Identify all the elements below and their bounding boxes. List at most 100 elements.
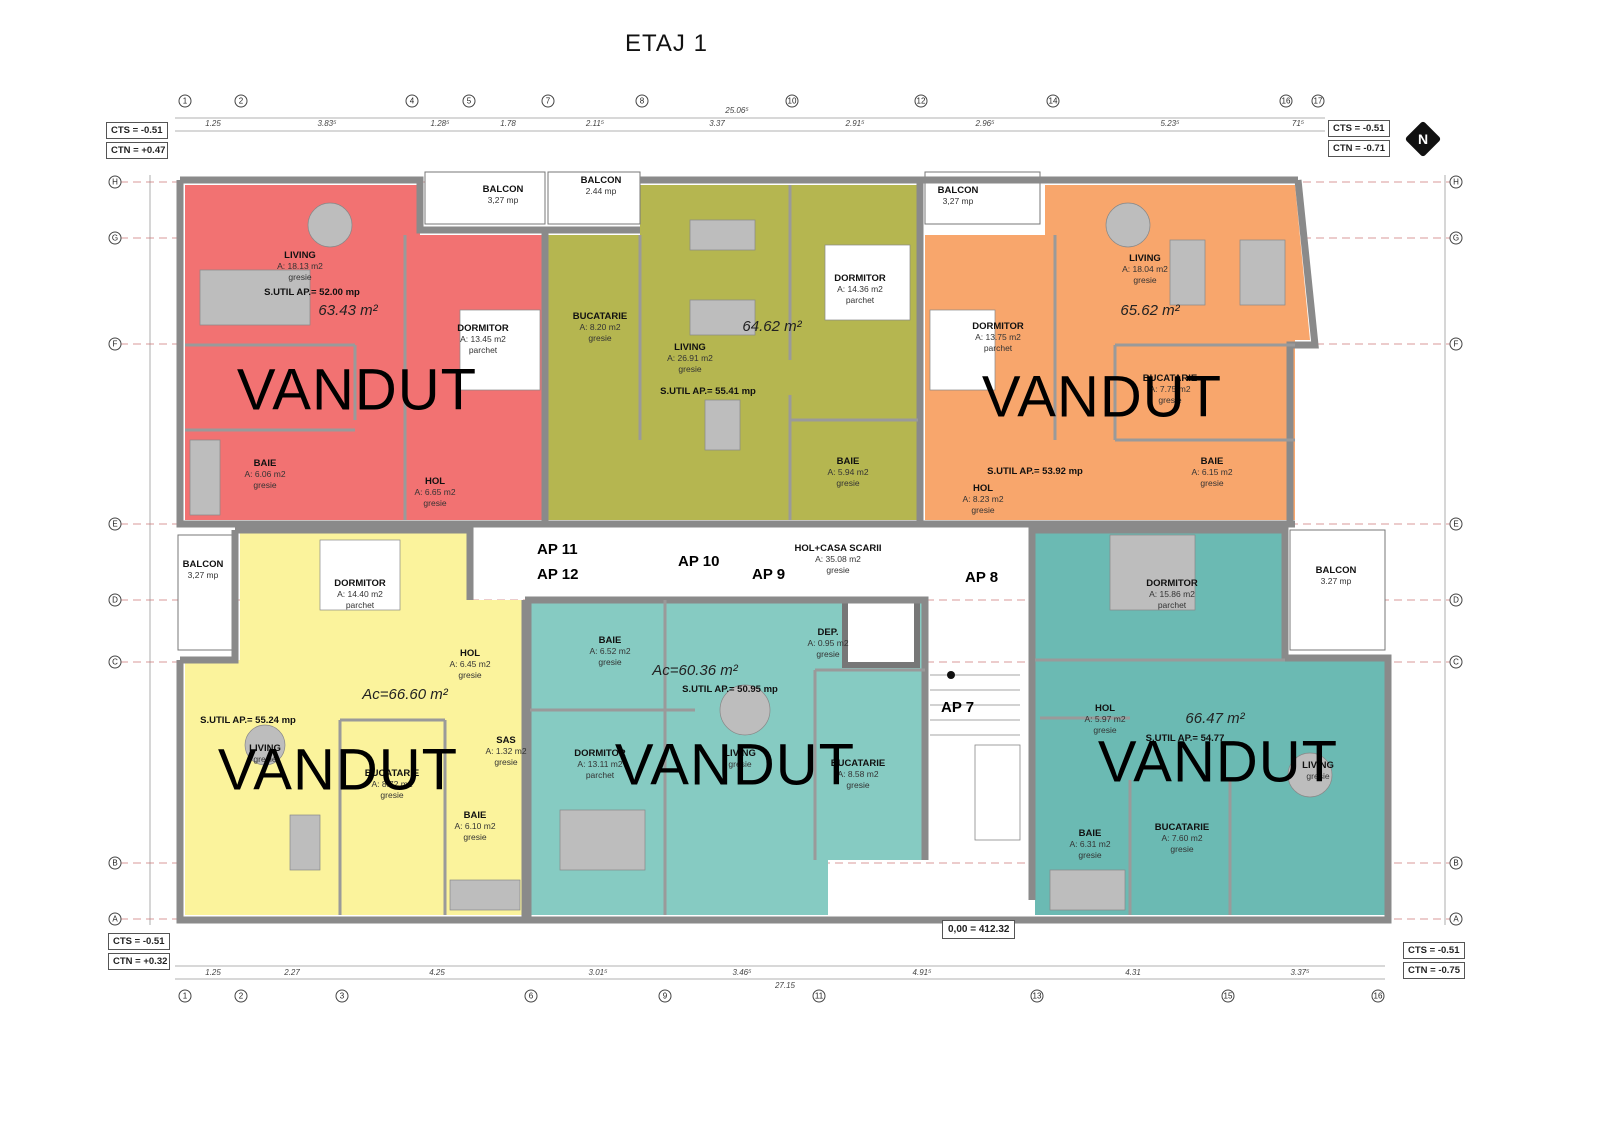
room-finish: gresie bbox=[971, 505, 995, 515]
balcony-name: BALCON bbox=[580, 175, 622, 186]
room-name: BAIE bbox=[836, 456, 860, 467]
total-area-label: 63.43 m² bbox=[318, 302, 378, 319]
grid-row-left: E bbox=[108, 517, 122, 531]
bottom-dimension: 4.31 bbox=[1125, 968, 1141, 977]
bottom-dimension: 3.37⁵ bbox=[1290, 968, 1310, 977]
useful-area-label: S.UTIL AP.= 53.92 mp bbox=[987, 466, 1083, 477]
room-name: BAIE bbox=[598, 635, 622, 646]
room-finish: gresie bbox=[253, 754, 277, 764]
ctn-label-top-left: CTN = +0.47 bbox=[106, 142, 168, 159]
sold-stamp: VANDUT bbox=[236, 357, 478, 423]
bottom-dimension: 3.46⁵ bbox=[732, 968, 752, 977]
room-area: A: 6.06 m2 bbox=[244, 469, 286, 479]
room-finish: gresie bbox=[1078, 850, 1102, 860]
room-finish: gresie bbox=[1200, 478, 1224, 488]
grid-axis-top: 4 bbox=[405, 94, 419, 108]
room-finish: parchet bbox=[585, 770, 615, 780]
room-name: BUCATARIE bbox=[572, 311, 628, 322]
balcony-area: 2.44 mp bbox=[585, 186, 617, 196]
dimension-lines bbox=[149, 117, 1446, 980]
useful-area-label: S.UTIL AP.= 55.24 mp bbox=[200, 715, 296, 726]
room-finish: gresie bbox=[836, 478, 860, 488]
room-name: DORMITOR bbox=[457, 323, 509, 334]
bottom-dimension: 2.27 bbox=[284, 968, 300, 977]
balcony-name: BALCON bbox=[482, 184, 524, 195]
grid-axis-bottom: 15 bbox=[1221, 989, 1235, 1003]
grid-row-right: A bbox=[1449, 912, 1463, 926]
room-name: BAIE bbox=[463, 810, 487, 821]
top-dimension: 3.83⁵ bbox=[317, 119, 337, 128]
grid-axis-top: 14 bbox=[1046, 94, 1060, 108]
room-finish: gresie bbox=[816, 649, 840, 659]
balcony-name: BALCON bbox=[937, 185, 979, 196]
room-area: A: 13.75 m2 bbox=[975, 332, 1021, 342]
grid-row-left: A bbox=[108, 912, 122, 926]
apartment-label-ap9: AP 9 bbox=[752, 566, 786, 583]
room-area: A: 6.52 m2 bbox=[589, 646, 631, 656]
room-finish: gresie bbox=[826, 565, 850, 575]
level-box-bottom-left: CTS = -0.51 CTN = +0.32 bbox=[108, 933, 170, 970]
top-dimension: 71⁵ bbox=[1291, 119, 1305, 128]
room-finish: parchet bbox=[345, 600, 375, 610]
room-area: A: 14.36 m2 bbox=[837, 284, 883, 294]
apartment-label-ap8: AP 8 bbox=[965, 569, 999, 586]
room-name: HOL+CASA SCARII bbox=[794, 543, 882, 554]
grid-axis-top: 1 bbox=[178, 94, 192, 108]
room-name: LIVING bbox=[1302, 760, 1334, 771]
level-box-top-left: CTS = -0.51 CTN = +0.47 bbox=[106, 122, 168, 159]
room-area: A: 7.75 m2 bbox=[1149, 384, 1191, 394]
room-finish: gresie bbox=[423, 498, 447, 508]
apartment-label-ap10: AP 10 bbox=[678, 553, 720, 570]
room-area: A: 8.23 m2 bbox=[962, 494, 1004, 504]
room-finish: gresie bbox=[1170, 844, 1194, 854]
partition-walls bbox=[185, 185, 1295, 915]
room-area: A: 6.45 m2 bbox=[449, 659, 491, 669]
grid-axis-top: 5 bbox=[462, 94, 476, 108]
common-hall-label: HOL+CASA SCARII A: 35.08 m2 gresie bbox=[794, 543, 881, 576]
room-name: SAS bbox=[496, 735, 516, 746]
room-name: BUCATARIE bbox=[1154, 822, 1210, 833]
grid-axis-bottom: 16 bbox=[1371, 989, 1385, 1003]
room-area: A: 6.65 m2 bbox=[414, 487, 456, 497]
apartment-orange-area bbox=[925, 185, 1310, 520]
room-finish: parchet bbox=[845, 295, 875, 305]
room-name: BAIE bbox=[253, 458, 277, 469]
grid-axis-top: 16 bbox=[1279, 94, 1293, 108]
room-name: LIVING bbox=[284, 250, 316, 261]
room-finish: gresie bbox=[494, 757, 518, 767]
top-dimension: 1.28⁵ bbox=[430, 119, 450, 128]
apartment-label-ap11: AP 11 bbox=[537, 541, 578, 558]
room-area: A: 8.72 m2 bbox=[371, 779, 413, 789]
room-area: A: 7.60 m2 bbox=[1161, 833, 1203, 843]
room-name: LIVING bbox=[674, 342, 706, 353]
apartment-label-ap12: AP 12 bbox=[537, 566, 579, 583]
elevation-reference: 0,00 = 412.32 bbox=[942, 920, 1016, 939]
grid-axis-top: 10 bbox=[785, 94, 799, 108]
room-area: A: 6.31 m2 bbox=[1069, 839, 1111, 849]
room-name: DORMITOR bbox=[334, 578, 386, 589]
grid-axis-bottom: 6 bbox=[524, 989, 538, 1003]
grid-axis-bottom: 13 bbox=[1030, 989, 1044, 1003]
grid-row-left: G bbox=[108, 231, 122, 245]
balconies bbox=[177, 171, 1386, 651]
top-dimension: 2.91⁵ bbox=[845, 119, 865, 128]
grid-axis-top: 8 bbox=[635, 94, 649, 108]
total-area-label: Ac=60.36 m² bbox=[652, 662, 738, 679]
